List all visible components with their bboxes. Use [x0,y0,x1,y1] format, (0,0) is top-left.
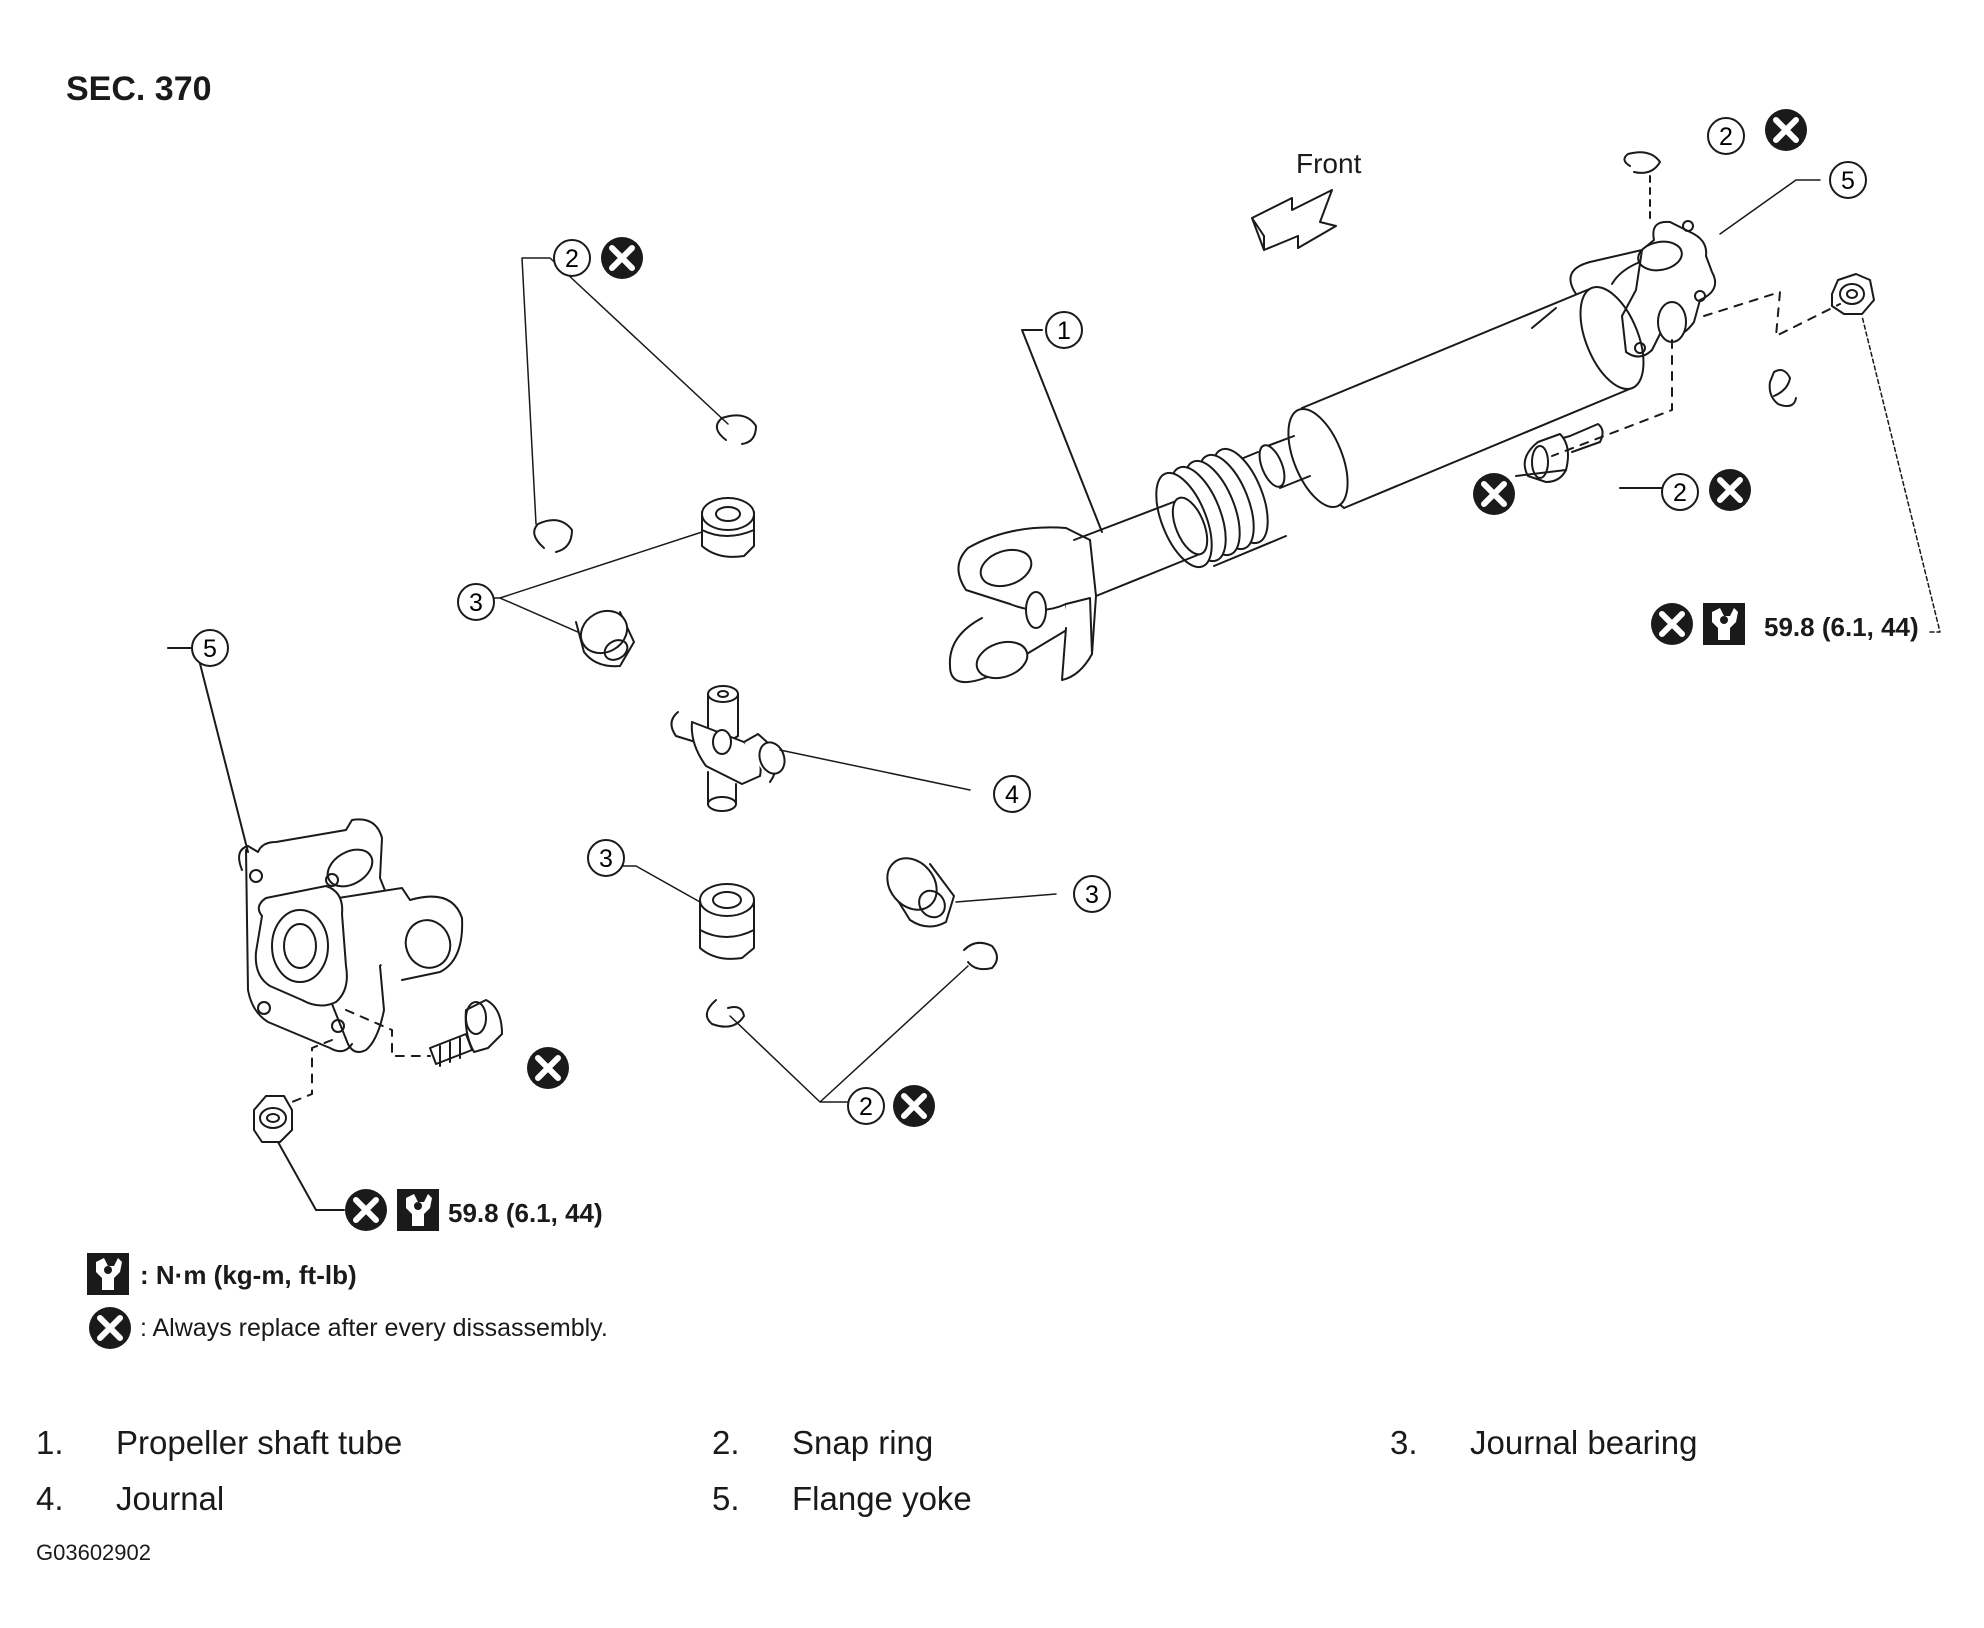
flange-yoke-front [238,818,464,1053]
figure-id: G03602902 [36,1540,151,1565]
front-arrow-icon [1251,189,1337,251]
legend-replace-note: : Always replace after every dissassembl… [140,1314,608,1342]
replace-x-icon [601,237,643,279]
journal-bearing-upper [701,497,755,558]
svg-text:3: 3 [469,589,483,617]
snap-ring-lower-left [705,999,745,1028]
replace-x-icon [527,1047,569,1089]
svg-text:5: 5 [203,635,217,663]
replace-x-icon [1765,109,1807,151]
callout-2-bottom: 2 [847,1087,885,1125]
legend-torque-unit: : N·m (kg-m, ft-lb) [140,1260,357,1290]
callout-3-lower-right: 3 [1073,875,1111,913]
nut-upper-right [1831,273,1875,315]
svg-text:4: 4 [1005,781,1019,809]
callouts: 1 2 3 4 3 3 2 5 [191,117,1867,1125]
flange-yoke-rear [1569,220,1716,358]
snap-ring-right [1768,369,1797,407]
torque-spec-rear: 59.8 (6.1, 44) [1764,612,1919,642]
snap-ring-upper-right [1623,151,1661,174]
svg-text:2: 2 [565,245,579,273]
replace-x-icon [89,1307,131,1349]
bolt-upper-right [1523,423,1604,483]
svg-text:2: 2 [1673,479,1687,507]
front-label: Front [1296,148,1362,179]
svg-text:2: 2 [859,1093,873,1121]
replace-x-icon [345,1189,387,1231]
replace-x-icon [1709,469,1751,511]
journal [670,685,786,812]
nut-front [253,1095,293,1143]
callout-4: 4 [993,775,1031,813]
journal-bearing-lower-right [886,857,955,928]
propeller-shaft-tube [948,285,1645,684]
torque-wrench-icon [1703,603,1745,645]
callout-3-lower-left: 3 [587,839,625,877]
svg-text:2: 2 [1719,123,1733,151]
bolt-front [429,999,503,1067]
torque-wrench-icon [397,1189,439,1231]
replace-x-icon [893,1085,935,1127]
svg-text:3: 3 [1085,881,1099,909]
callout-5-left: 5 [191,629,229,667]
callout-2-top-right: 2 [1707,117,1745,155]
callout-2-top-left: 2 [553,239,591,277]
replace-x-icon [1651,603,1693,645]
section-title: SEC. 370 [66,70,212,108]
callout-2-right: 2 [1661,473,1699,511]
torque-wrench-icon [87,1253,129,1295]
callout-3-upper: 3 [457,583,495,621]
svg-text:3: 3 [599,845,613,873]
svg-text:5: 5 [1841,167,1855,195]
snap-ring-lower-right [963,941,998,971]
svg-text:1: 1 [1057,317,1071,345]
torque-spec-front: 59.8 (6.1, 44) [448,1198,603,1228]
callout-5-right: 5 [1829,161,1867,199]
snap-ring-upper-left-b [533,519,573,553]
replace-x-icon [1473,473,1515,515]
callout-1: 1 [1045,311,1083,349]
journal-bearing-left [575,609,635,668]
snap-ring-upper-left-a [715,414,757,445]
journal-bearing-lower-left [699,883,755,960]
